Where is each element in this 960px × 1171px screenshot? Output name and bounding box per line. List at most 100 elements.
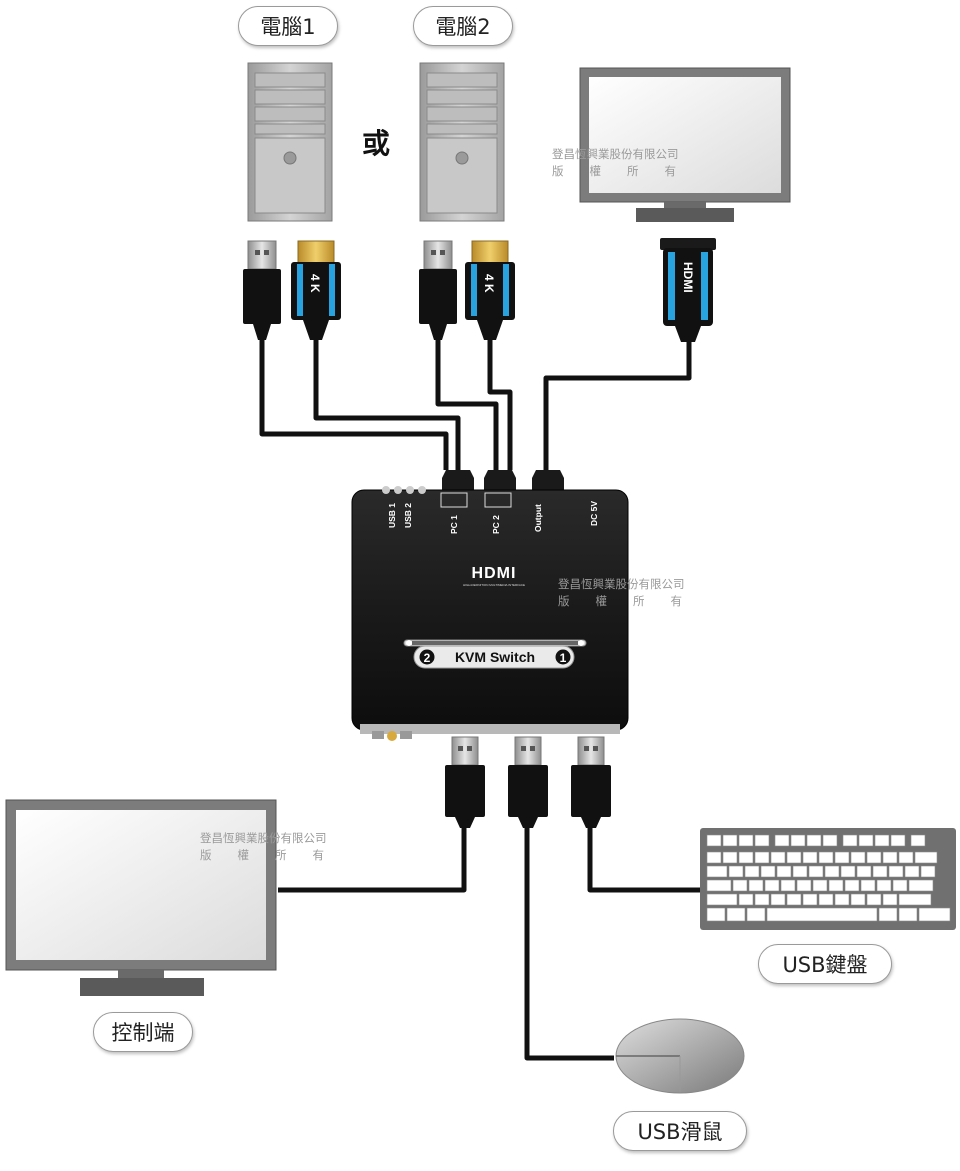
keyboard-key <box>786 893 802 906</box>
port-label-pc1: PC 1 <box>449 515 459 534</box>
watermark-rights: 版 權 所 有 <box>200 847 324 864</box>
keyboard-usb-plug <box>571 736 611 828</box>
keyboard-key <box>842 834 858 847</box>
keyboard-key <box>834 851 850 864</box>
mouse-usb-plug <box>508 736 548 828</box>
pc1-hdmi-4k-connector <box>291 240 341 340</box>
keyboard-key <box>770 893 786 906</box>
or-label: 或 <box>362 127 391 160</box>
keyboard-key <box>760 865 776 878</box>
keyboard-key <box>774 834 790 847</box>
keyboard-key <box>766 907 878 922</box>
keyboard-key <box>850 893 866 906</box>
port-label-usb2: USB 2 <box>403 503 413 528</box>
keyboard-key <box>858 834 874 847</box>
keyboard-key <box>796 879 812 892</box>
keyboard-key <box>892 879 908 892</box>
keyboard-key <box>910 834 926 847</box>
keyboard-key <box>726 907 746 922</box>
pc1-usb-connector <box>243 240 281 340</box>
keyboard-key <box>812 879 828 892</box>
keyboard-key <box>866 851 882 864</box>
keyboard-key <box>908 879 934 892</box>
keyboard-key <box>898 907 918 922</box>
hdmi-logo-subtitle: HIGH-DEFINITION MULTIMEDIA INTERFACE <box>463 583 525 587</box>
watermark-device: 登昌恆興業股份有限公司 版 權 所 有 <box>558 576 685 610</box>
mouse-usb-cable <box>524 820 614 1061</box>
port-label-dc5v: DC 5V <box>589 501 599 526</box>
keyboard-key <box>732 879 748 892</box>
pc2-hdmi-4k-label: 4 K <box>482 274 496 293</box>
output-hdmi-cable <box>543 340 692 470</box>
watermark-rights: 版 權 所 有 <box>558 593 682 610</box>
keyboard-key <box>874 834 890 847</box>
keyboard-key <box>738 893 754 906</box>
keyboard-key <box>898 851 914 864</box>
watermark-console: 登昌恆興業股份有限公司 版 權 所 有 <box>200 830 327 864</box>
keyboard-key <box>920 865 936 878</box>
keyboard-key <box>802 893 818 906</box>
output-hdmi-connector <box>660 238 716 342</box>
output-monitor <box>579 67 791 222</box>
keyboard-key <box>706 851 722 864</box>
watermark-char: 所 <box>627 164 639 178</box>
keyboard-key <box>802 851 818 864</box>
watermark-char: 權 <box>595 594 608 608</box>
keyboard-key <box>860 879 876 892</box>
keyboard-key <box>754 834 770 847</box>
watermark-char: 權 <box>589 164 602 178</box>
watermark-char: 有 <box>312 848 325 862</box>
port-label-pc2: PC 2 <box>491 515 501 534</box>
keyboard-key <box>904 865 920 878</box>
console-label: 控制端 <box>93 1012 193 1052</box>
watermark-char: 有 <box>670 594 683 608</box>
hdmi-logo: HDMI <box>472 565 517 582</box>
watermark-char: 有 <box>664 164 677 178</box>
keyboard-key <box>754 851 770 864</box>
keyboard-key <box>844 879 860 892</box>
keyboard-key <box>806 834 822 847</box>
keyboard-key <box>876 879 892 892</box>
pc1-label: 電腦1 <box>238 6 338 46</box>
keyboard-key <box>748 879 764 892</box>
keyboard-key <box>786 851 802 864</box>
keyboard-key <box>918 907 951 922</box>
keyboard-key <box>890 834 906 847</box>
keyboard-usb-cable <box>587 820 700 893</box>
port-label-output: Output <box>533 504 543 532</box>
keyboard-key <box>818 893 834 906</box>
keyboard-label: USB鍵盤 <box>758 944 892 984</box>
pc2-label: 電腦2 <box>413 6 513 46</box>
keyboard-key <box>754 893 770 906</box>
mouse-label: USB滑鼠 <box>613 1111 747 1151</box>
kvm-switch-label: KVM Switch <box>455 649 535 665</box>
switch-position-2: 2 <box>424 651 431 665</box>
pc2-hdmi-cable <box>487 340 513 470</box>
keyboard-key <box>706 865 728 878</box>
watermark-rights: 版 權 所 有 <box>552 163 676 180</box>
pc2-usb-cable <box>435 340 499 470</box>
keyboard-key <box>878 907 898 922</box>
keyboard-key <box>882 851 898 864</box>
keyboard-key <box>828 879 844 892</box>
keyboard-key <box>738 851 754 864</box>
pc1-tower <box>247 62 333 222</box>
console-usb-plug <box>445 736 485 828</box>
watermark-company: 登昌恆興業股份有限公司 <box>552 147 679 161</box>
watermark-top: 登昌恆興業股份有限公司 版 權 所 有 <box>552 146 679 180</box>
keyboard-key <box>738 834 754 847</box>
switch-position-1: 1 <box>560 651 567 665</box>
pc2-hdmi-4k-connector <box>465 240 515 340</box>
keyboard-key <box>722 834 738 847</box>
kvm-top-plugs <box>442 470 564 492</box>
pc1-usb-cable <box>259 340 449 470</box>
keyboard-key <box>770 851 786 864</box>
keyboard-key <box>722 851 738 864</box>
watermark-char: 所 <box>633 594 645 608</box>
keyboard-key <box>824 865 840 878</box>
keyboard-key <box>706 879 732 892</box>
keyboard-key <box>744 865 760 878</box>
watermark-char: 版 <box>552 164 564 178</box>
watermark-char: 所 <box>275 848 287 862</box>
